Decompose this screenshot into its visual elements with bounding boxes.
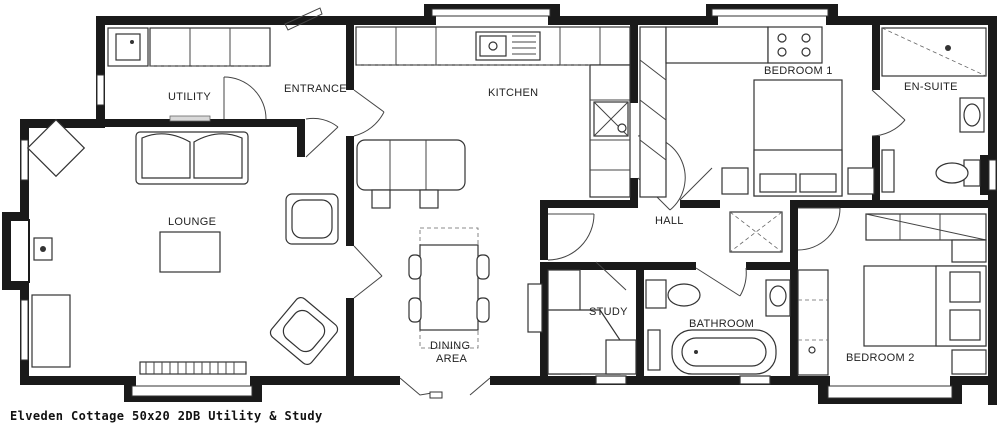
lounge-furniture xyxy=(26,118,339,375)
label-dining-area: AREA xyxy=(436,353,468,365)
utility-fixtures xyxy=(107,27,271,67)
label-utility: UTILITY xyxy=(168,91,211,103)
label-dining: DINING xyxy=(430,340,470,352)
floor-plan: UTILITY ENTRANCE KITCHEN BEDROOM 1 EN-SU… xyxy=(2,4,997,405)
internal-walls xyxy=(105,25,997,380)
ensuite-fixtures xyxy=(881,27,987,193)
label-entrance: ENTRANCE xyxy=(284,83,347,95)
hall-fixtures xyxy=(729,211,783,253)
plan-caption: Elveden Cottage 50x20 2DB Utility & Stud… xyxy=(10,409,323,423)
bathroom-fixtures xyxy=(645,279,791,385)
bedroom1-furniture xyxy=(639,26,875,198)
study-furniture xyxy=(527,269,637,385)
label-en-suite: EN-SUITE xyxy=(904,81,958,93)
outer-walls xyxy=(2,4,997,405)
label-lounge: LOUNGE xyxy=(168,216,216,228)
label-bedroom-1: BEDROOM 1 xyxy=(764,65,833,77)
room-labels: UTILITY ENTRANCE KITCHEN BEDROOM 1 EN-SU… xyxy=(168,65,958,365)
windows xyxy=(20,8,997,399)
bedroom2-furniture xyxy=(797,213,987,376)
dining-table xyxy=(408,227,490,349)
label-study: STUDY xyxy=(589,306,628,318)
label-bathroom: BATHROOM xyxy=(689,318,754,330)
kitchen-fixtures xyxy=(355,26,631,209)
label-kitchen: KITCHEN xyxy=(488,87,538,99)
label-hall: HALL xyxy=(655,215,684,227)
label-bedroom-2: BEDROOM 2 xyxy=(846,352,915,364)
